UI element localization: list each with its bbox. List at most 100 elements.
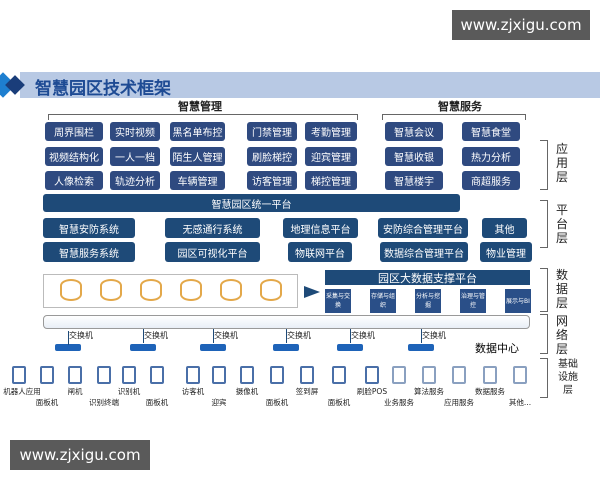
switch-label: 交换机 [351, 331, 375, 340]
platform-box: 数据综合管理平台 [380, 242, 468, 262]
page-title: 智慧园区技术框架 [35, 79, 171, 99]
database-icon [140, 279, 162, 301]
layer-label: 网络层 [555, 314, 568, 356]
layer-label: 平台层 [555, 203, 568, 245]
device-label: 算法服务 [414, 387, 444, 396]
device-label: 迎宾 [211, 398, 227, 407]
bigdata-item: 分析与挖掘 [415, 289, 441, 313]
switch-icon [273, 344, 299, 351]
link-line [350, 329, 351, 343]
device-icon [483, 366, 497, 384]
app-box: 热力分析 [462, 147, 520, 166]
device-icon [513, 366, 527, 384]
device-label: 面板机 [35, 398, 59, 407]
bracket [48, 114, 358, 120]
device-icon [40, 366, 54, 384]
switch-icon [408, 344, 434, 351]
group-services-label: 智慧服务 [438, 100, 482, 113]
database-icon [180, 279, 202, 301]
app-box: 人像检索 [45, 171, 103, 190]
device-icon [12, 366, 26, 384]
device-label: 闸机 [67, 387, 83, 396]
layer-bracket [540, 140, 548, 190]
app-box: 周界围栏 [45, 122, 103, 141]
bigdata-item: 采集与交换 [325, 289, 351, 313]
switch-icon [200, 344, 226, 351]
app-box: 迎宾管理 [305, 147, 357, 166]
layer-bracket [540, 200, 548, 248]
watermark-bottom: www.zjxigu.com [10, 440, 150, 470]
database-icon [220, 279, 242, 301]
device-icon [452, 366, 466, 384]
device-icon [68, 366, 82, 384]
switch-label: 交换机 [287, 331, 311, 340]
link-line [286, 329, 287, 343]
platform-box: 智慧服务系统 [43, 242, 135, 262]
platform-box: 无感通行系统 [165, 218, 260, 238]
group-management-label: 智慧管理 [178, 100, 222, 113]
device-label: 数据服务 [475, 387, 505, 396]
platform-box: 物业管理 [480, 242, 532, 262]
device-icon [365, 366, 379, 384]
device-icon [300, 366, 314, 384]
title-bar [20, 72, 600, 98]
layer-label: 应用层 [555, 142, 568, 184]
device-icon [332, 366, 346, 384]
platform-box: 地理信息平台 [283, 218, 358, 238]
platform-box: 安防综合管理平台 [378, 218, 468, 238]
unified-platform: 智慧园区统一平台 [43, 194, 460, 212]
device-icon [392, 366, 406, 384]
app-box: 一人一档 [110, 147, 160, 166]
device-label: 机器人应用 [3, 387, 41, 396]
switch-label: 交换机 [422, 331, 446, 340]
app-box: 智慧食堂 [462, 122, 520, 141]
link-line [421, 329, 422, 343]
database-icon [260, 279, 282, 301]
app-box: 智慧收银 [385, 147, 443, 166]
watermark-top: www.zjxigu.com [452, 10, 590, 40]
database-icon [100, 279, 122, 301]
app-box: 门禁管理 [247, 122, 297, 141]
app-box: 梯控管理 [305, 171, 357, 190]
device-label: 摄像机 [235, 387, 259, 396]
layer-label: 基础设施层 [558, 359, 578, 396]
platform-box: 物联网平台 [288, 242, 352, 262]
switch-icon [55, 344, 81, 351]
app-box: 智慧会议 [385, 122, 443, 141]
platform-box: 园区可视化平台 [165, 242, 260, 262]
switch-icon [337, 344, 363, 351]
device-icon [270, 366, 284, 384]
database-icon [60, 279, 82, 301]
platform-box: 其他 [482, 218, 527, 238]
platform-box: 智慧安防系统 [43, 218, 135, 238]
app-box: 访客管理 [247, 171, 297, 190]
device-icon [240, 366, 254, 384]
link-line [143, 329, 144, 343]
device-icon [97, 366, 111, 384]
data-center-label: 数据中心 [475, 342, 519, 355]
link-line [213, 329, 214, 343]
bigdata-item: 展示与BI [505, 289, 531, 313]
device-label: 识别终端 [89, 398, 119, 407]
bracket [382, 114, 526, 120]
network-pipe [43, 315, 530, 329]
switch-label: 交换机 [69, 331, 93, 340]
device-icon [186, 366, 200, 384]
app-box: 黑名单布控 [170, 122, 225, 141]
app-box: 考勤管理 [305, 122, 357, 141]
bigdata-item: 治理与管控 [460, 289, 486, 313]
app-box: 轨迹分析 [110, 171, 160, 190]
app-box: 车辆管理 [170, 171, 225, 190]
app-box: 视频结构化 [45, 147, 103, 166]
device-icon [212, 366, 226, 384]
device-label: 刷脸POS [356, 387, 388, 396]
device-label: 面板机 [145, 398, 169, 407]
device-label: 其他... [508, 398, 532, 407]
switch-label: 交换机 [214, 331, 238, 340]
layer-bracket [540, 314, 548, 354]
layer-label: 数据层 [555, 268, 568, 310]
device-label: 签到屏 [295, 387, 319, 396]
device-icon [422, 366, 436, 384]
app-box: 智慧楼宇 [385, 171, 443, 190]
device-label: 访客机 [181, 387, 205, 396]
